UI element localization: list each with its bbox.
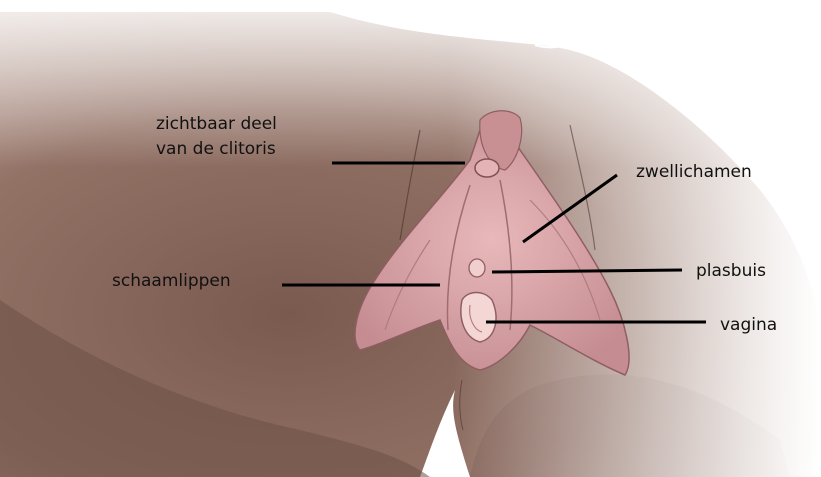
label-clitoris-line1: zichtbaar deel [156,112,277,137]
label-clitoris-line2: van de clitoris [156,137,277,162]
label-erectile-tissue: zwellichamen [636,160,752,185]
label-vagina: vagina [720,313,777,338]
label-labia: schaamlippen [112,269,231,294]
urethra-opening [469,259,485,277]
label-clitoris: zichtbaar deel van de clitoris [156,112,277,161]
clitoris-glans [475,159,499,177]
label-urethra: plasbuis [696,259,766,284]
leader-line-urethra [492,270,682,272]
